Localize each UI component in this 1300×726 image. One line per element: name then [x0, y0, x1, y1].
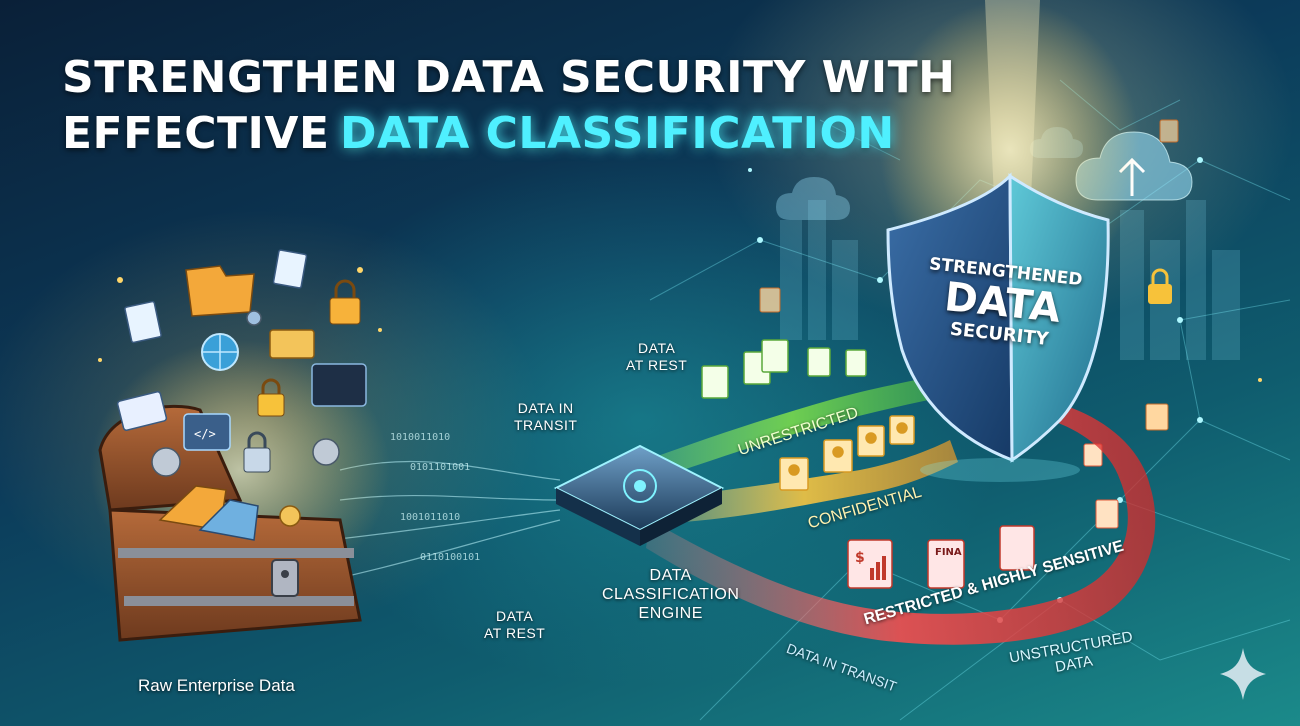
cloud-icon [776, 177, 850, 220]
headline-line-1: STRENGTHEN DATA SECURITY WITH [62, 52, 956, 103]
unrestricted-band [620, 370, 964, 490]
code-icon: </> [183, 363, 367, 451]
padlock-icon [243, 279, 361, 473]
id-card-icon [779, 415, 915, 491]
headline-line-2-prefix: EFFECTIVE [62, 108, 330, 159]
document-icon [701, 339, 867, 399]
document-icon [847, 525, 1035, 589]
svg-text:0110100101: 0110100101 [420, 552, 480, 563]
sparkle-icon [1220, 648, 1266, 700]
restricted-band [646, 404, 1156, 645]
shield-icon [886, 172, 1110, 482]
globe-icon [201, 333, 239, 371]
svg-text:1001011010: 1001011010 [400, 512, 460, 523]
document-icon [124, 249, 308, 344]
bar-chart-icon [870, 556, 886, 580]
gear-icon [151, 310, 340, 527]
binary-digits: 1010011010 0101101001 1001011010 0110100… [390, 432, 480, 563]
padlock-icon [1148, 268, 1172, 304]
headline-line-2-accent: DATA CLASSIFICATION [340, 108, 895, 159]
dollar-doc-tag: $ [855, 550, 865, 566]
classification-engine [553, 444, 725, 546]
finance-doc-tag: FINA [935, 547, 962, 558]
classification-engine-label: DATA CLASSIFICATION ENGINE [602, 567, 740, 622]
svg-text:</>: </> [194, 427, 216, 441]
folder-icon [158, 265, 259, 541]
document-icon [759, 119, 1179, 529]
data-at-rest-label-top: DATA AT REST [626, 340, 688, 373]
city-skyline [780, 200, 1240, 360]
envelope-icon [116, 329, 315, 431]
svg-text:0101101001: 0101101001 [410, 462, 470, 473]
svg-text:1010011010: 1010011010 [390, 432, 450, 443]
raw-enterprise-data-caption: Raw Enterprise Data [138, 676, 295, 695]
sparkle-dots [98, 168, 1262, 382]
data-in-transit-label: DATA IN TRANSIT [514, 400, 578, 433]
data-at-rest-label-bottom: DATA AT REST [484, 608, 546, 641]
